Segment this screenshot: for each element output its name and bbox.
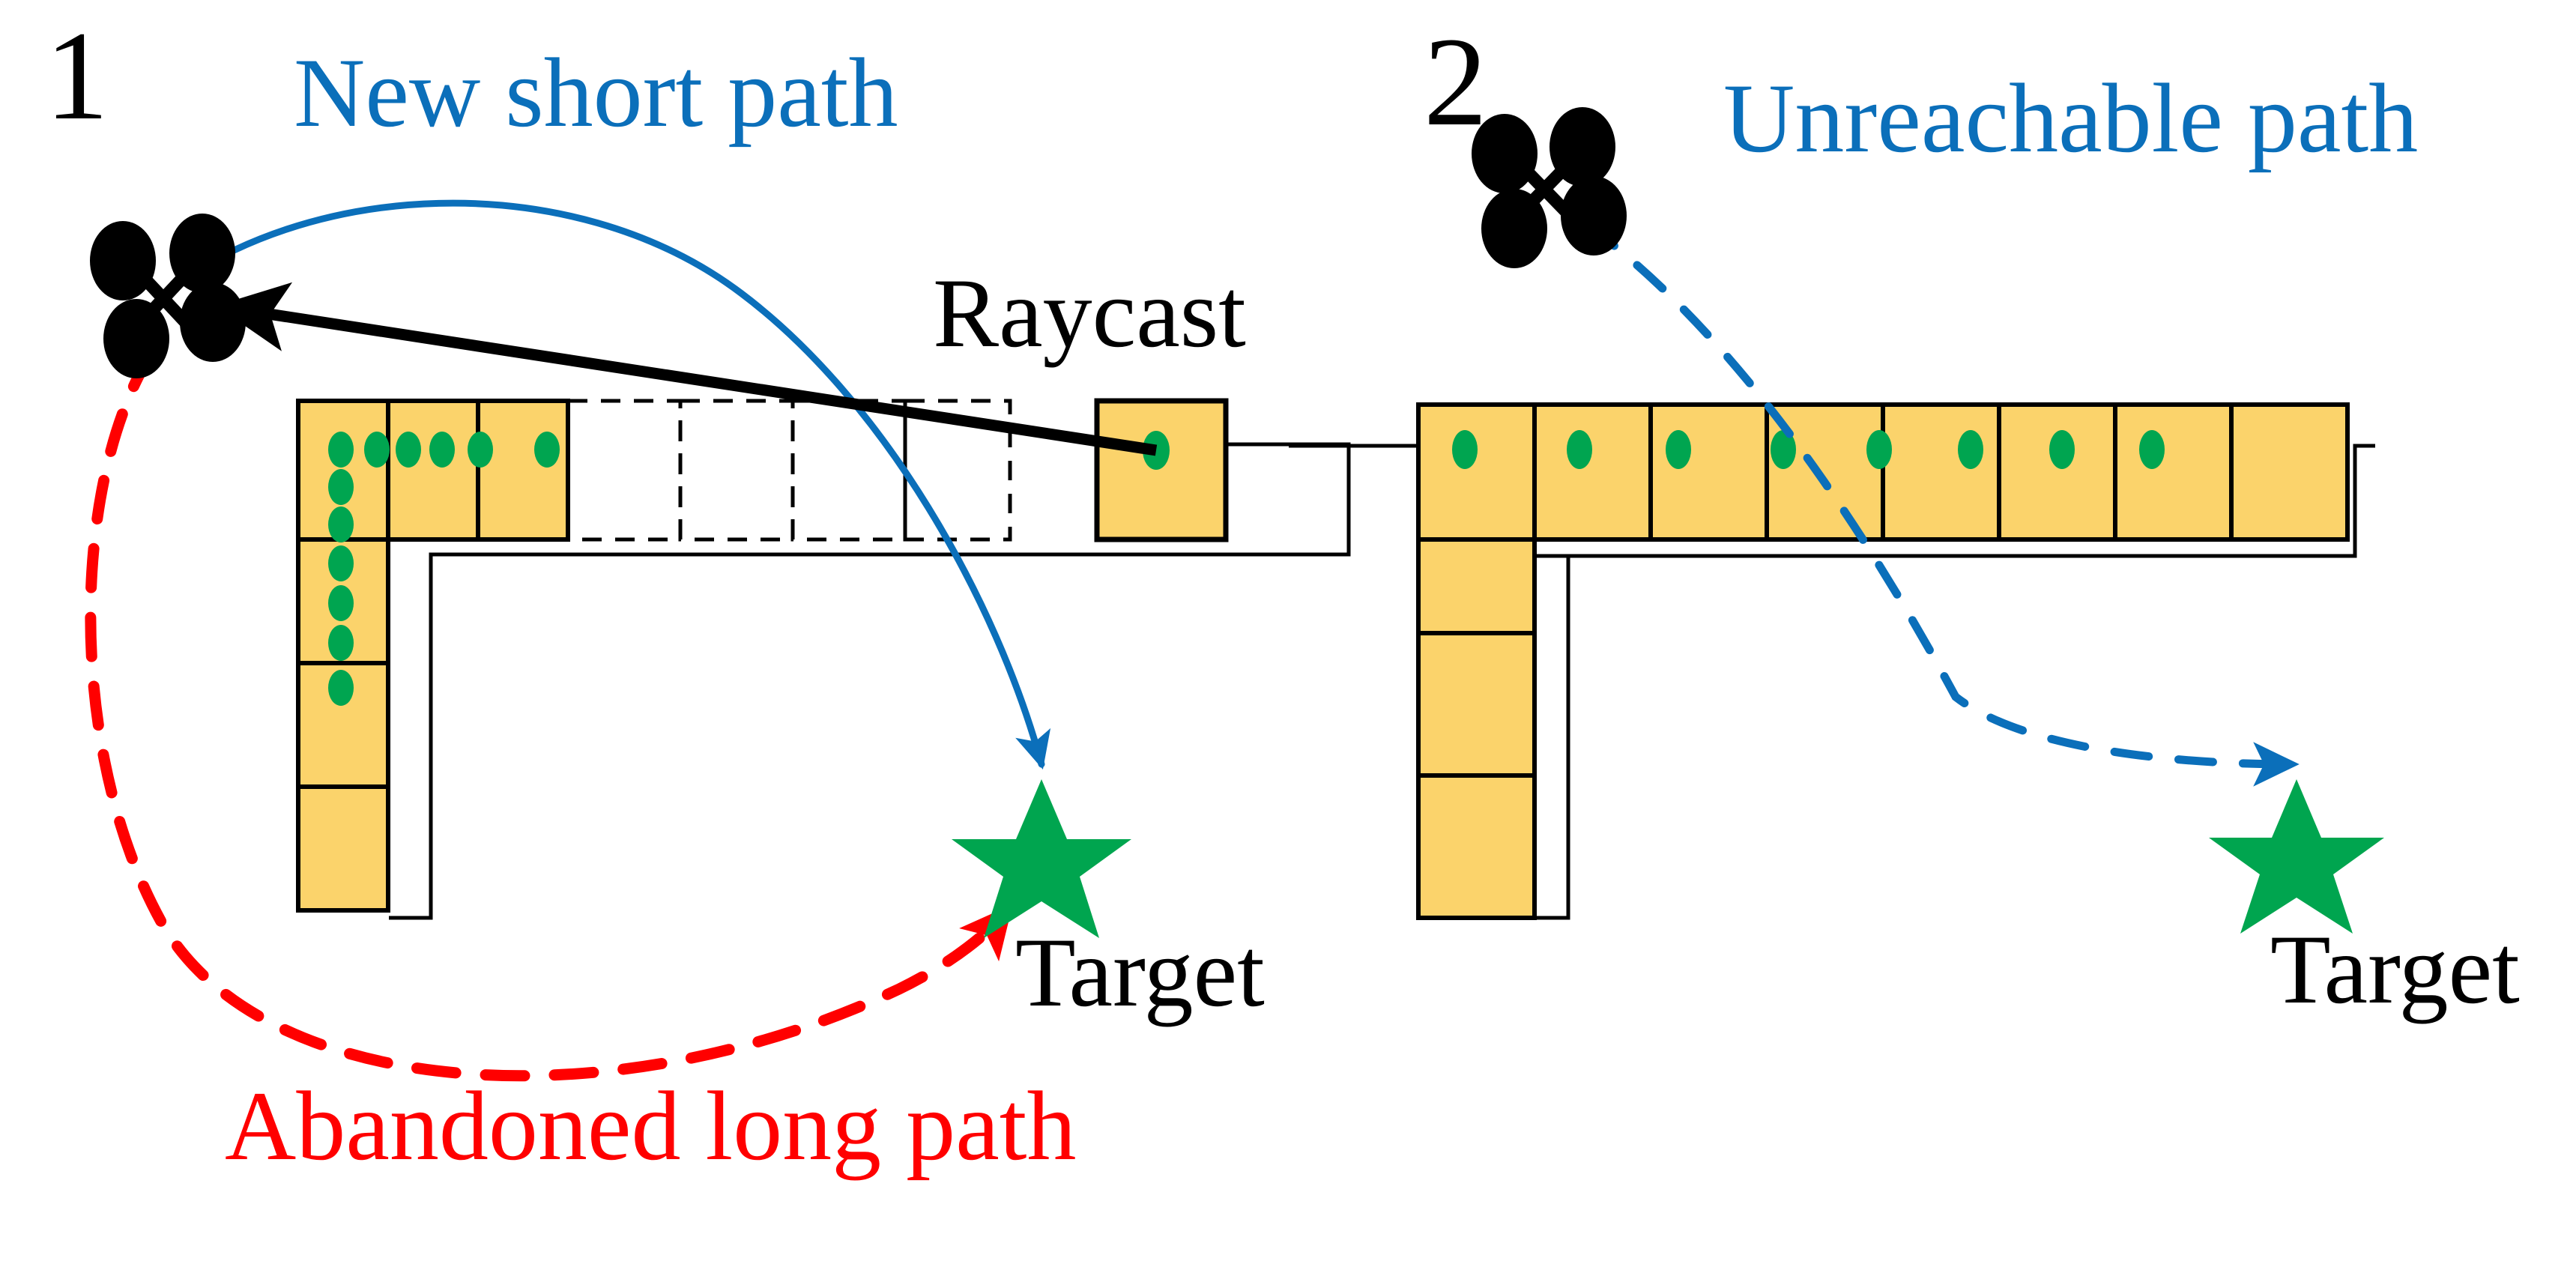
new-short-path-label: New short path	[294, 37, 898, 148]
drone-rotor	[1561, 176, 1627, 255]
occupied-cells-top-right	[1416, 402, 2350, 542]
panel-1-map	[85, 199, 1351, 1082]
drone-rotor	[103, 299, 169, 378]
drone-icon-1	[90, 214, 246, 378]
drone-rotor	[169, 214, 235, 293]
target-star-left	[952, 779, 1131, 938]
raycast-label: Raycast	[933, 258, 1246, 368]
drone-rotor	[1481, 189, 1547, 268]
occupied-cell-far-right-left-panel	[1094, 398, 1229, 542]
drone-rotor	[1472, 114, 1538, 193]
abandoned-long-path-label: Abandoned long path	[225, 1071, 1077, 1181]
raycast-arrow	[216, 282, 1158, 456]
occupancy-dots-left-column	[328, 469, 354, 706]
drone-rotor	[90, 221, 156, 300]
abandoned-long-path	[85, 346, 1014, 1082]
panel-number-2: 2	[1424, 11, 1487, 152]
drone-rotor	[1549, 107, 1615, 187]
drone-icon-2	[1472, 107, 1627, 268]
drone-rotor	[180, 282, 246, 362]
unreachable-path	[1582, 220, 2300, 787]
panel-2-map	[1289, 107, 2384, 934]
target-star-right	[2209, 779, 2384, 934]
target-label-right: Target	[2270, 914, 2520, 1024]
occupancy-dots-top-right	[1452, 430, 2165, 469]
target-label-left: Target	[1015, 917, 1265, 1027]
new-short-path	[157, 199, 1051, 769]
panel-number-1: 1	[45, 5, 109, 146]
unreachable-path-label: Unreachable path	[1723, 63, 2419, 173]
occupied-cells-left-column-right-panel	[1416, 537, 1537, 920]
